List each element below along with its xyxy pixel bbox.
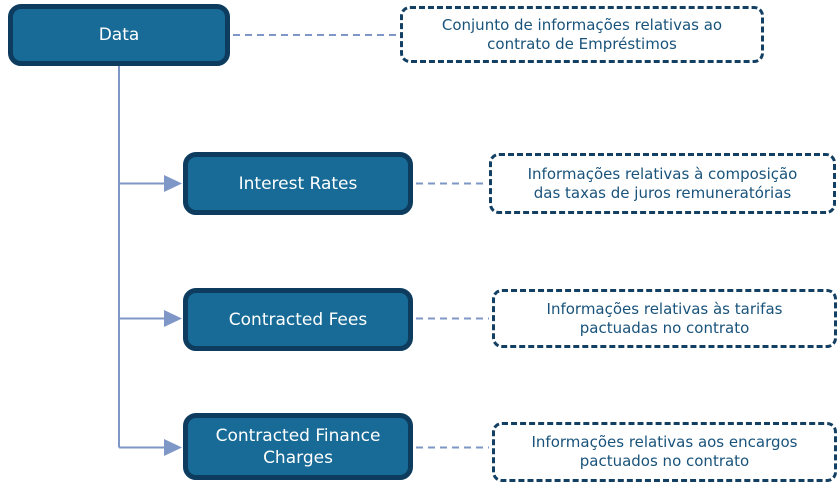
note-contracted-finance-charges-text: Informações relativas aos encargos pactu… [531, 433, 798, 470]
node-contracted-finance-charges-label: Contracted Finance Charges [215, 425, 381, 468]
arrowhead-icon-contracted-finance-charges [164, 439, 182, 456]
node-interest-rates[interactable]: Interest Rates [183, 152, 413, 215]
node-interest-rates-label: Interest Rates [238, 173, 358, 194]
node-contracted-fees-label: Contracted Fees [228, 309, 368, 330]
node-data[interactable]: Data [8, 4, 230, 66]
note-contracted-fees: Informações relativas às tarifas pactuad… [492, 289, 837, 348]
node-contracted-finance-charges[interactable]: Contracted Finance Charges [183, 413, 413, 480]
node-data-label: Data [98, 25, 140, 45]
note-interest-rates: Informações relativas à composição das t… [489, 153, 836, 214]
node-contracted-fees[interactable]: Contracted Fees [183, 288, 413, 351]
arrowhead-icon-contracted-fees [164, 310, 182, 327]
note-data: Conjunto de informações relativas ao con… [400, 6, 764, 63]
note-contracted-fees-text: Informações relativas às tarifas pactuad… [546, 299, 783, 337]
note-interest-rates-text: Informações relativas à composição das t… [527, 164, 798, 202]
arrowhead-icon-interest-rates [164, 175, 182, 192]
note-contracted-finance-charges: Informações relativas aos encargos pactu… [492, 422, 837, 482]
note-data-text: Conjunto de informações relativas ao con… [441, 15, 723, 53]
